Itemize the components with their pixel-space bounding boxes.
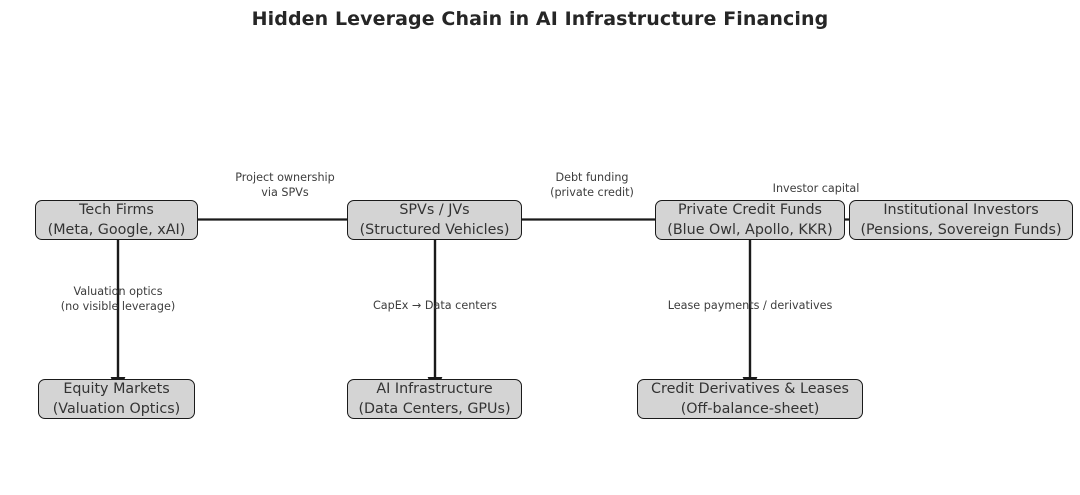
node-spvs-line2: (Structured Vehicles): [359, 222, 510, 238]
node-credit-derivatives[interactable]: Credit Derivatives & Leases (Off-balance…: [637, 379, 863, 419]
node-credit-derivatives-line1: Credit Derivatives & Leases: [651, 380, 849, 397]
node-credit-derivatives-line2: (Off-balance-sheet): [680, 401, 820, 417]
page-title: Hidden Leverage Chain in AI Infrastructu…: [251, 8, 829, 30]
edge-label-valuation-optics: Valuation optics (no visible leverage): [23, 285, 213, 315]
node-equity-markets-line1: Equity Markets: [63, 380, 170, 397]
node-spvs[interactable]: SPVs / JVs (Structured Vehicles): [347, 200, 522, 240]
node-institutional-investors[interactable]: Institutional Investors (Pensions, Sover…: [849, 200, 1073, 240]
edge-label-investor-capital-line1: Investor capital: [772, 182, 860, 195]
edge-label-project-ownership: Project ownership via SPVs: [190, 171, 380, 201]
node-ai-infrastructure[interactable]: AI Infrastructure (Data Centers, GPUs): [347, 379, 522, 419]
edge-label-valuation-optics-line1: Valuation optics: [73, 285, 163, 298]
node-equity-markets-line2: (Valuation Optics): [52, 401, 181, 417]
edge-label-capex: CapEx → Data centers: [340, 299, 530, 314]
edge-label-debt-funding-line1: Debt funding: [555, 171, 629, 184]
edge-label-lease-payments-line1: Lease payments / derivatives: [667, 299, 833, 312]
node-equity-markets[interactable]: Equity Markets (Valuation Optics): [38, 379, 195, 419]
node-ai-infrastructure-line2: (Data Centers, GPUs): [358, 401, 511, 417]
node-institutional-investors-line2: (Pensions, Sovereign Funds): [860, 222, 1062, 238]
edge-label-lease-payments: Lease payments / derivatives: [645, 299, 855, 314]
edge-label-debt-funding-line2: (private credit): [550, 185, 634, 199]
edge-label-valuation-optics-line2: (no visible leverage): [60, 299, 176, 313]
node-private-credit-funds[interactable]: Private Credit Funds (Blue Owl, Apollo, …: [655, 200, 845, 240]
node-ai-infrastructure-line1: AI Infrastructure: [376, 380, 493, 397]
node-private-credit-funds-line1: Private Credit Funds: [677, 201, 823, 218]
node-private-credit-funds-line2: (Blue Owl, Apollo, KKR): [667, 222, 833, 238]
node-tech-firms-line2: (Meta, Google, xAI): [47, 222, 186, 238]
edge-label-debt-funding: Debt funding (private credit): [497, 171, 687, 201]
edge-label-project-ownership-line1: Project ownership: [235, 171, 335, 184]
edge-label-investor-capital: Investor capital: [721, 182, 911, 197]
edge-label-project-ownership-line2: via SPVs: [261, 185, 309, 199]
node-tech-firms-line1: Tech Firms: [79, 201, 154, 218]
node-tech-firms[interactable]: Tech Firms (Meta, Google, xAI): [35, 200, 198, 240]
node-institutional-investors-line1: Institutional Investors: [883, 201, 1039, 218]
node-spvs-line1: SPVs / JVs: [399, 201, 470, 218]
edge-label-capex-line1: CapEx → Data centers: [372, 299, 498, 312]
